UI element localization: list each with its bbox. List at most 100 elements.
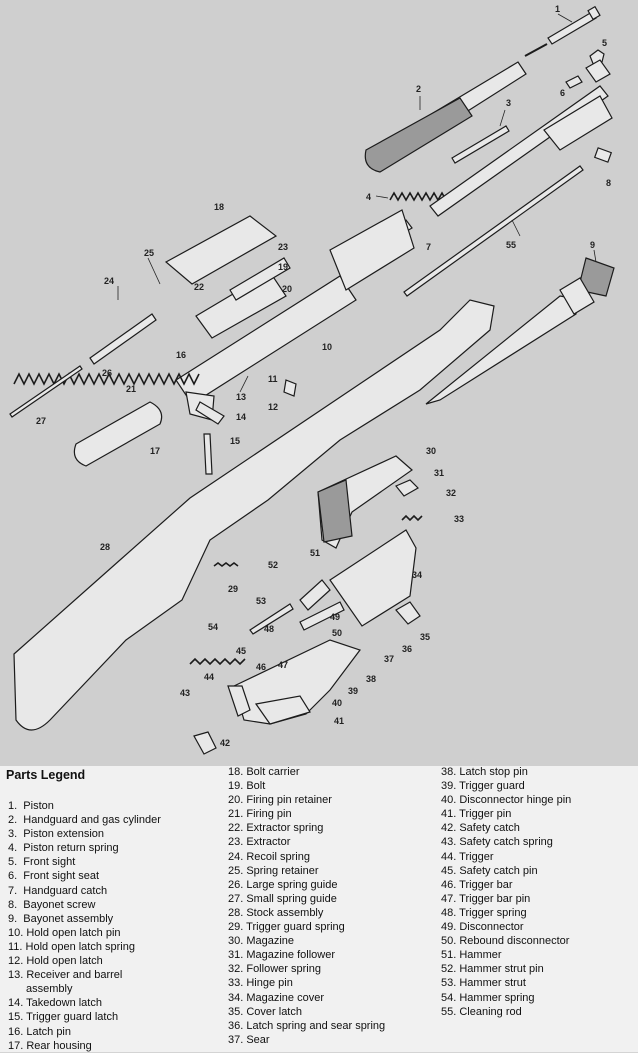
part-cover-latch bbox=[395, 601, 421, 625]
callout-numbers: 1 2 3 4 5 6 7 8 9 10 11 12 13 14 15 16 1… bbox=[36, 4, 611, 748]
callout-8: 8 bbox=[606, 178, 611, 188]
callout-15: 15 bbox=[230, 436, 240, 446]
legend-item: 13. Receiver and barrel bbox=[8, 969, 123, 982]
legend-title: Parts Legend bbox=[6, 768, 86, 782]
legend-item: 18. Bolt carrier bbox=[228, 766, 300, 778]
callout-5: 5 bbox=[602, 38, 607, 48]
legend-item: 3. Piston extension bbox=[8, 828, 105, 841]
legend-item: 43. Safety catch spring bbox=[441, 836, 553, 849]
callout-10: 10 bbox=[322, 342, 332, 352]
callout-39: 39 bbox=[348, 686, 358, 696]
part-front-sight-seat bbox=[565, 75, 583, 89]
part-trigger-guard-latch bbox=[203, 433, 213, 475]
legend-item: 40. Disconnector hinge pin bbox=[441, 794, 572, 807]
callout-36: 36 bbox=[402, 644, 412, 654]
callout-22: 22 bbox=[194, 282, 204, 292]
callout-33: 33 bbox=[454, 514, 464, 524]
part-stock-assembly bbox=[13, 299, 495, 731]
part-magazine-follower bbox=[395, 479, 419, 497]
legend-item: 5. Front sight bbox=[8, 856, 76, 869]
part-piston bbox=[524, 5, 601, 57]
callout-6: 6 bbox=[560, 88, 565, 98]
legend-item: 38. Latch stop pin bbox=[441, 766, 528, 778]
callout-18: 18 bbox=[214, 202, 224, 212]
legend-item: 53. Hammer strut bbox=[441, 977, 526, 990]
part-bayonet bbox=[425, 257, 615, 405]
legend-item: 27. Small spring guide bbox=[228, 892, 337, 905]
legend-item: 11. Hold open latch spring bbox=[8, 940, 135, 953]
part-bolt-carrier bbox=[164, 215, 287, 339]
callout-44: 44 bbox=[204, 672, 214, 682]
callout-38: 38 bbox=[366, 674, 376, 684]
legend-item: 50. Rebound disconnector bbox=[441, 935, 570, 948]
callout-45: 45 bbox=[236, 646, 246, 656]
legend-item: 10. Hold open latch pin bbox=[8, 926, 121, 939]
legend-item-continuation: assembly bbox=[26, 983, 73, 996]
legend-item: 16. Latch pin bbox=[8, 1025, 71, 1038]
callout-43: 43 bbox=[180, 688, 190, 698]
legend-item: 46. Trigger bar bbox=[441, 878, 513, 891]
callout-21: 21 bbox=[126, 384, 136, 394]
part-safety-catch bbox=[193, 731, 217, 755]
legend-item: 7. Handguard catch bbox=[8, 884, 108, 897]
callout-29: 29 bbox=[228, 584, 238, 594]
legend-item: 25. Spring retainer bbox=[228, 864, 319, 877]
callout-51: 51 bbox=[310, 548, 320, 558]
part-cleaning-rod bbox=[403, 165, 584, 297]
legend-item: 1. Piston bbox=[8, 800, 54, 812]
part-piston-return-spring bbox=[389, 191, 451, 202]
legend-item: 37. Sear bbox=[228, 1033, 270, 1046]
callout-1: 1 bbox=[555, 4, 560, 14]
callout-7: 7 bbox=[426, 242, 431, 252]
callout-35: 35 bbox=[420, 632, 430, 642]
leader-lines bbox=[117, 13, 597, 393]
legend-item: 31. Magazine follower bbox=[228, 949, 336, 962]
callout-9: 9 bbox=[590, 240, 595, 250]
legend-item: 24. Recoil spring bbox=[228, 850, 310, 863]
callout-50: 50 bbox=[332, 628, 342, 638]
callout-11: 11 bbox=[268, 374, 278, 384]
part-rear-housing bbox=[73, 401, 163, 467]
part-bolt bbox=[229, 257, 291, 301]
callout-40: 40 bbox=[332, 698, 342, 708]
legend-item: 48. Trigger spring bbox=[441, 906, 527, 919]
legend-item: 33. Hinge pin bbox=[228, 977, 293, 990]
part-trigger-guard bbox=[233, 639, 361, 725]
part-recoil-spring bbox=[13, 372, 200, 386]
callout-42: 42 bbox=[220, 738, 230, 748]
legend-column-3: 38. Latch stop pin 39. Trigger guard 40.… bbox=[441, 765, 571, 1019]
legend-item: 44. Trigger bbox=[441, 850, 494, 863]
callout-20: 20 bbox=[282, 284, 292, 294]
part-small-spring-guide bbox=[9, 365, 83, 418]
legend-item: 47. Trigger bar pin bbox=[441, 892, 531, 905]
part-piston-extension bbox=[451, 125, 510, 164]
callout-31: 31 bbox=[434, 468, 444, 478]
callout-3: 3 bbox=[506, 98, 511, 108]
legend-item: 41. Trigger pin bbox=[441, 808, 512, 821]
callout-17: 17 bbox=[150, 446, 160, 456]
legend-item: 39. Trigger guard bbox=[441, 780, 525, 793]
legend-item: 30. Magazine bbox=[228, 935, 295, 948]
exploded-view-drawing: 1 2 3 4 5 6 7 8 9 10 11 12 13 14 15 16 1… bbox=[9, 4, 615, 755]
legend-item: 14. Takedown latch bbox=[8, 997, 102, 1010]
legend-item: 52. Hammer strut pin bbox=[441, 963, 544, 976]
part-bayonet-screw bbox=[593, 147, 613, 163]
legend-item: 36. Latch spring and sear spring bbox=[228, 1019, 386, 1032]
part-magazine-cover bbox=[329, 529, 417, 627]
part-follower-spring bbox=[401, 514, 423, 522]
callout-12: 12 bbox=[268, 402, 278, 412]
part-magazine bbox=[317, 455, 413, 549]
legend-item: 21. Firing pin bbox=[228, 808, 292, 821]
callout-49: 49 bbox=[330, 612, 340, 622]
callout-55: 55 bbox=[506, 240, 516, 250]
callout-48: 48 bbox=[264, 624, 274, 634]
legend-item: 55. Cleaning rod bbox=[441, 1005, 522, 1018]
part-handguard-gas-cylinder bbox=[364, 61, 527, 173]
legend-item: 6. Front sight seat bbox=[8, 870, 100, 883]
legend-item: 22. Extractor spring bbox=[228, 822, 324, 835]
legend-item: 9. Bayonet assembly bbox=[8, 912, 114, 925]
callout-25: 25 bbox=[144, 248, 154, 258]
part-barrel bbox=[429, 59, 613, 217]
legend-item: 12. Hold open latch bbox=[8, 955, 103, 968]
legend-item: 19. Bolt bbox=[228, 780, 266, 793]
